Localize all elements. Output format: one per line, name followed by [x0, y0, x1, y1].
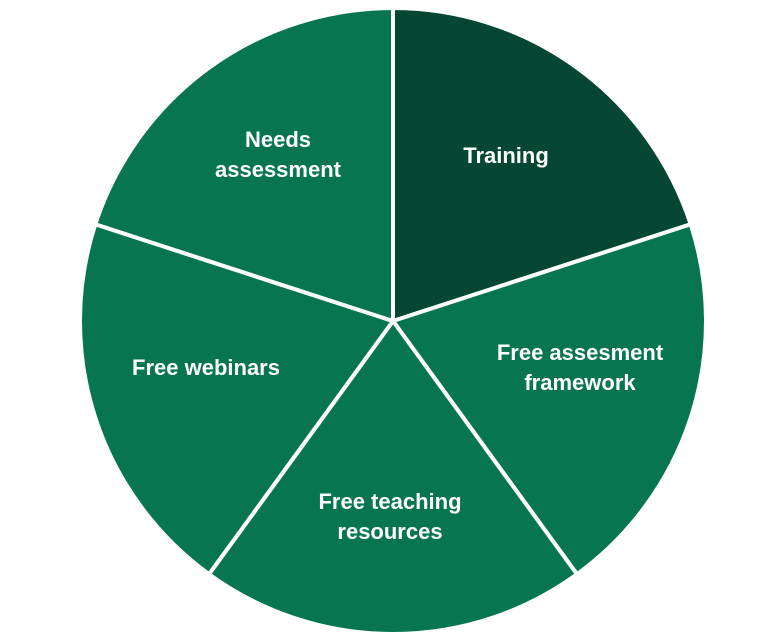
slice-label-line: Free teaching [318, 489, 462, 514]
slice-label: Free webinars [132, 353, 280, 383]
pie-slice-free-assesment-framework [391, 222, 708, 577]
slice-label: Training [463, 141, 549, 171]
slice-label-line: Needs [244, 127, 312, 152]
slice-label-line: framework [524, 370, 636, 395]
slice-label-line: Free assesment [496, 340, 664, 365]
pie-slice-free-teaching-resources [207, 319, 579, 636]
pie-slice-training [391, 6, 693, 323]
slice-label: Free assesment framework [497, 338, 663, 398]
slice-label: Needs assessment [215, 125, 341, 185]
pie-slice-needs-assessment [93, 6, 395, 323]
slice-label-line: assessment [215, 157, 341, 182]
slice-label-line: Training [463, 143, 549, 168]
slice-label-line: resources [337, 519, 443, 544]
pie-slice-free-webinars [78, 222, 395, 577]
slice-label: Free teaching resources [318, 487, 461, 547]
slice-label-line: Free webinars [132, 355, 280, 380]
